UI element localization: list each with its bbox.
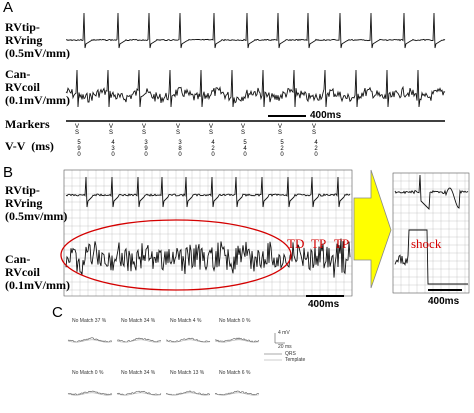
panel-b-letter: B: [3, 164, 14, 181]
no-match-label: No Match 0 %: [72, 370, 104, 376]
no-match-label: No Match 34 %: [121, 318, 156, 324]
marker-vv-value: 3 8 0: [178, 140, 182, 158]
marker-code: V S: [311, 124, 316, 136]
panel-b-red-ellipse: [60, 219, 292, 291]
marker-code: V S: [74, 124, 79, 136]
panel-a-letter: A: [3, 0, 14, 16]
marker-code: V S: [240, 124, 245, 136]
marker-vv-value: 4 2 0: [314, 140, 318, 158]
marker-vv-value: 5 2 0: [280, 140, 284, 158]
no-match-label: No Match 4 %: [170, 318, 202, 324]
panel-a-rvtip-trace: [65, 12, 446, 49]
panel-b-yellow-arrow: [353, 169, 392, 289]
marker-code: V S: [141, 124, 146, 136]
panel-c-scale-mv: 4 mV: [278, 330, 290, 336]
panel-a-channel1-label: RVtip- RVring (0.5mV/mm): [5, 20, 70, 60]
marker-code: V S: [108, 124, 113, 136]
panel-b-shock-label: shock: [411, 236, 442, 251]
panel-b-channel1-label: RVtip- RVring (0.5mv/mm): [5, 183, 68, 223]
panel-b-scale-label-right: 400ms: [428, 296, 460, 307]
panel-b-rvtip-trace: [65, 176, 351, 208]
panel-b-tp-label-1: TP: [311, 236, 327, 251]
panel-c-legend-template: Template: [285, 357, 306, 363]
panel-a-markers-label: Markers: [5, 117, 50, 131]
panel-b-grid: [63, 169, 353, 296]
marker-vv-value: 5 4 0: [243, 140, 247, 158]
marker-vv-value: 3 9 0: [144, 140, 148, 158]
no-match-label: No Match 0 %: [219, 318, 251, 324]
panel-a-canrv-trace: [65, 69, 446, 108]
panel-b-right-trace-1: [394, 174, 469, 211]
panel-b-canrv-trace: [65, 238, 351, 278]
no-match-label: No Match 34 %: [121, 370, 156, 376]
panel-b-td-label: TD: [287, 236, 305, 251]
panel-b-channel2-label: Can- RVcoil (0.1mV/mm): [5, 252, 70, 292]
panel-b-tp-label-2: TP: [334, 236, 350, 251]
marker-code: V S: [277, 124, 282, 136]
panel-a-channel2-label: Can- RVcoil (0.1mV/mm): [5, 67, 70, 107]
panel-c-letter: C: [52, 304, 63, 321]
marker-vv-value: 4 3 0: [111, 140, 115, 158]
panel-a-scale-label: 400ms: [310, 110, 342, 121]
marker-vv-value: 5 9 0: [77, 140, 81, 158]
panel-b-strip-right: [392, 172, 470, 294]
panel-c-scale-ms: 20 ms: [278, 344, 292, 350]
panel-b-strip-left: [63, 169, 353, 297]
panel-b-right-trace-2: [394, 229, 468, 285]
panel-c-legend-qrs: QRS: [285, 351, 296, 357]
no-match-label: No Match 37 %: [72, 318, 107, 324]
panel-c-waveforms: [67, 337, 260, 396]
panel-b-scale-label-left: 400ms: [308, 299, 340, 310]
marker-vv-value: 4 2 0: [211, 140, 215, 158]
no-match-label: No Match 13 %: [170, 370, 205, 376]
no-match-label: No Match 6 %: [219, 370, 251, 376]
panel-a-vv-label: V-V (ms): [5, 139, 54, 153]
marker-code: V S: [175, 124, 180, 136]
marker-code: V S: [208, 124, 213, 136]
